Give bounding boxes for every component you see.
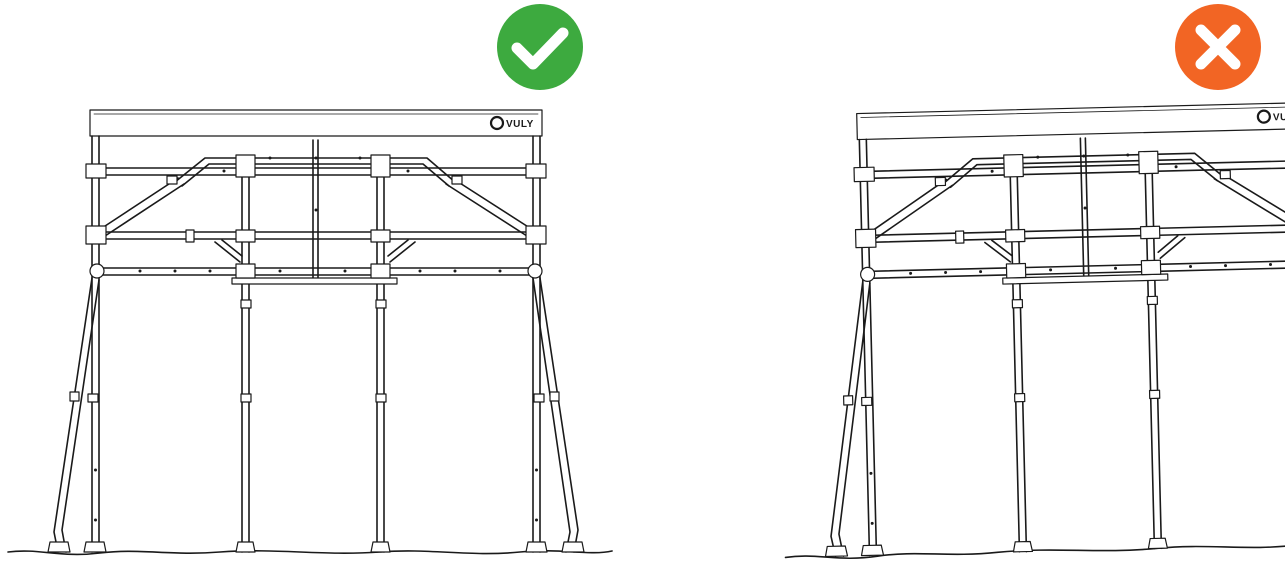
incorrect-frame-illustration: VULY — [773, 100, 1285, 561]
checkmark-icon — [497, 4, 583, 90]
brand-text: VULY — [506, 119, 534, 130]
cross-icon — [1175, 4, 1261, 90]
correct-frame-illustration: VULY — [7, 109, 613, 556]
brand-text: VULY — [1273, 112, 1285, 124]
